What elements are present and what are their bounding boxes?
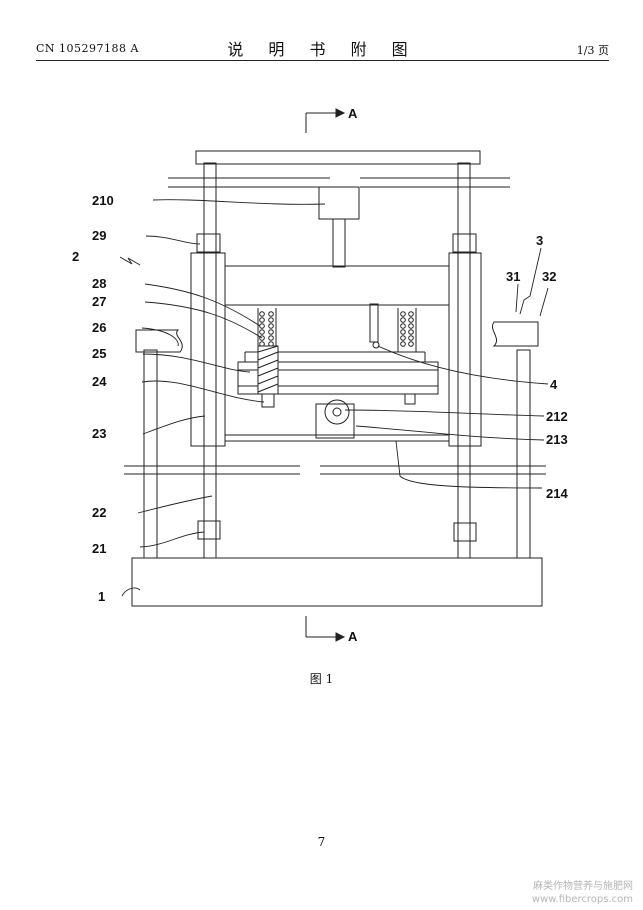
upper-rails — [168, 177, 510, 188]
upper-crossbeam — [224, 265, 450, 306]
label-4: 4 — [550, 377, 558, 392]
page-fraction: 1/3 页 — [576, 44, 609, 57]
watermark-line-2: www.fibercrops.com — [531, 894, 633, 905]
label-214: 214 — [546, 486, 568, 501]
spring-left — [257, 308, 277, 352]
label-26: 26 — [92, 320, 106, 335]
watermark-line-1: 麻类作物营养与施肥网 — [533, 881, 633, 892]
label-23: 23 — [92, 426, 106, 441]
label-213: 213 — [546, 432, 568, 447]
bar-feet — [404, 393, 416, 405]
label-212: 212 — [546, 409, 568, 424]
label-21: 21 — [92, 541, 106, 556]
label-210: 210 — [92, 193, 114, 208]
left-clamp-26 — [135, 329, 183, 353]
inner-columns — [203, 162, 471, 559]
figure-caption: 图 1 — [309, 672, 334, 686]
lower-crossplates — [225, 434, 449, 442]
sensor-post-4 — [369, 303, 380, 349]
upper-sliders — [196, 233, 477, 253]
label-24: 24 — [92, 374, 107, 389]
right-clamp-31-32 — [492, 321, 539, 347]
label-22: 22 — [92, 505, 106, 520]
patent-number: CN 105297188 A — [36, 42, 139, 55]
label-3: 3 — [536, 233, 543, 248]
section-marker-bottom: A — [305, 616, 358, 644]
page-header: CN 105297188 A 说 明 书 附 图 1/3 页 — [36, 36, 609, 62]
section-label-top: A — [348, 106, 358, 121]
document-title: 说 明 书 附 图 — [227, 40, 418, 59]
section-marker-top: A — [305, 106, 358, 133]
part-labels: 210 29 2 28 27 26 25 24 23 22 21 1 3 31 … — [72, 193, 568, 604]
label-25: 25 — [92, 346, 106, 361]
lower-rails — [124, 465, 546, 475]
frame-uprights — [190, 252, 482, 447]
section-label-bottom: A — [348, 629, 358, 644]
cutter-tool — [257, 345, 279, 408]
leader-lines — [119, 199, 549, 597]
spring-right — [397, 308, 417, 352]
outer-columns — [143, 349, 531, 559]
roller-212 — [315, 399, 355, 439]
cylinder-210 — [318, 186, 360, 268]
label-31: 31 — [506, 269, 520, 284]
page-number: 7 — [317, 835, 326, 849]
label-2: 2 — [72, 249, 79, 264]
watermark: 麻类作物营养与施肥网 www.fibercrops.com — [532, 880, 633, 906]
label-1: 1 — [98, 589, 105, 604]
label-29: 29 — [92, 228, 106, 243]
lower-sliders — [197, 520, 477, 542]
top-plate — [195, 150, 481, 165]
label-32: 32 — [542, 269, 556, 284]
base-block — [131, 557, 543, 607]
label-27: 27 — [92, 294, 106, 309]
label-28: 28 — [92, 276, 106, 291]
header-rule — [36, 60, 609, 61]
